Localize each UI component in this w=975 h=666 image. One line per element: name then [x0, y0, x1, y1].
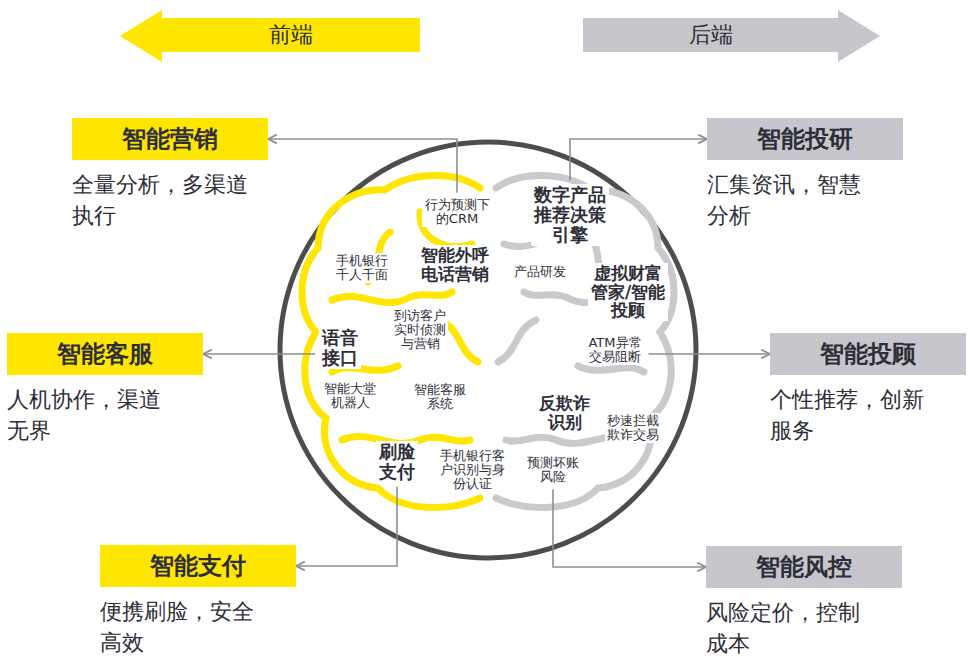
arrow-body	[120, 10, 420, 62]
category-desc: 便携刷脸，安全高效	[100, 597, 265, 659]
brain-circle	[280, 142, 696, 558]
brain-label: 手机银行千人千面	[334, 253, 391, 284]
category-title-box: 智能营销	[72, 118, 268, 160]
category-title: 智能投研	[757, 125, 853, 154]
category-title-box: 智能客服	[7, 333, 203, 375]
brain-label: 智能大堂机器人	[322, 381, 379, 412]
brain-item: 刷脸支付	[376, 441, 418, 483]
category-box: 智能支付便携刷脸，安全高效	[100, 545, 296, 659]
brain-label: 秒速拦截欺诈交易	[605, 413, 662, 444]
category-title-box: 智能投研	[707, 118, 903, 160]
brain-item-text: 行为预测下的CRM	[422, 198, 492, 227]
category-box: 智能营销全量分析，多渠道执行	[72, 118, 268, 232]
category-title: 智能客服	[57, 340, 153, 369]
category-title: 智能营销	[122, 125, 218, 154]
brain-item: 行为预测下的CRM	[422, 197, 492, 228]
arrow-body	[583, 10, 880, 62]
category-title: 智能支付	[150, 552, 246, 581]
category-title-box: 智能投顾	[770, 333, 966, 375]
leader-arrow	[570, 139, 707, 180]
direction-arrow: 后端	[583, 10, 880, 62]
brain-right-fold	[578, 366, 644, 372]
leader-arrow	[649, 353, 770, 355]
direction-arrow: 前端	[120, 10, 420, 62]
brain-label: 智能客服系统	[412, 382, 469, 413]
brain-label: 手机银行客户识别与身份认证	[437, 448, 507, 493]
category-desc: 个性推荐，创新服务	[770, 385, 935, 447]
brain-item: ATM异常交易阻断	[585, 335, 644, 366]
brain-label: 虚拟财富管家/智能投顾	[588, 263, 668, 321]
brain-right	[496, 175, 674, 507]
category-desc: 汇集资讯，智慧分析	[707, 170, 872, 232]
brain-label: 智能外呼电话营销	[418, 245, 491, 284]
brain-right-outline	[496, 175, 674, 507]
category-box: 智能投研汇集资讯，智慧分析	[707, 118, 903, 232]
category-box: 智能风控风险定价，控制成本	[706, 546, 902, 660]
leader-arrow	[553, 489, 706, 567]
direction-label: 前端	[269, 22, 313, 48]
brain-left-fold	[332, 292, 452, 303]
category-desc: 全量分析，多渠道执行	[72, 170, 258, 232]
brain-label: 到访客户实时侦测与营销	[392, 308, 449, 353]
category-title-box: 智能风控	[706, 546, 902, 588]
category-title: 智能风控	[756, 553, 852, 582]
leader-arrow	[268, 139, 457, 193]
brain-item-text: 刷脸支付	[376, 442, 418, 482]
brain-item-text: 语音接口	[319, 328, 361, 368]
category-title-box: 智能支付	[100, 545, 296, 587]
brain-item: 数字产品推荐决策引擎	[531, 184, 609, 245]
leader-arrow	[296, 487, 397, 566]
category-box: 智能客服人机协作，渠道无界	[7, 333, 203, 447]
brain-label: 反欺诈识别	[537, 393, 593, 432]
brain-item-text: ATM异常交易阻断	[585, 336, 644, 365]
brain-item: 语音接口	[319, 327, 361, 369]
leader-arrow	[203, 353, 315, 355]
brain-label: 产品研发	[512, 264, 569, 280]
direction-label: 后端	[689, 22, 733, 48]
category-desc: 人机协作，渠道无界	[7, 385, 172, 447]
category-box: 智能投顾个性推荐，创新服务	[770, 333, 966, 447]
brain-item: 预测坏账风险	[525, 455, 582, 486]
brain-item-text: 预测坏账风险	[525, 456, 582, 485]
brain-item-text: 数字产品推荐决策引擎	[531, 185, 609, 244]
brain-right-fold	[498, 320, 536, 362]
category-desc: 风险定价，控制成本	[706, 598, 871, 660]
category-title: 智能投顾	[820, 340, 916, 369]
